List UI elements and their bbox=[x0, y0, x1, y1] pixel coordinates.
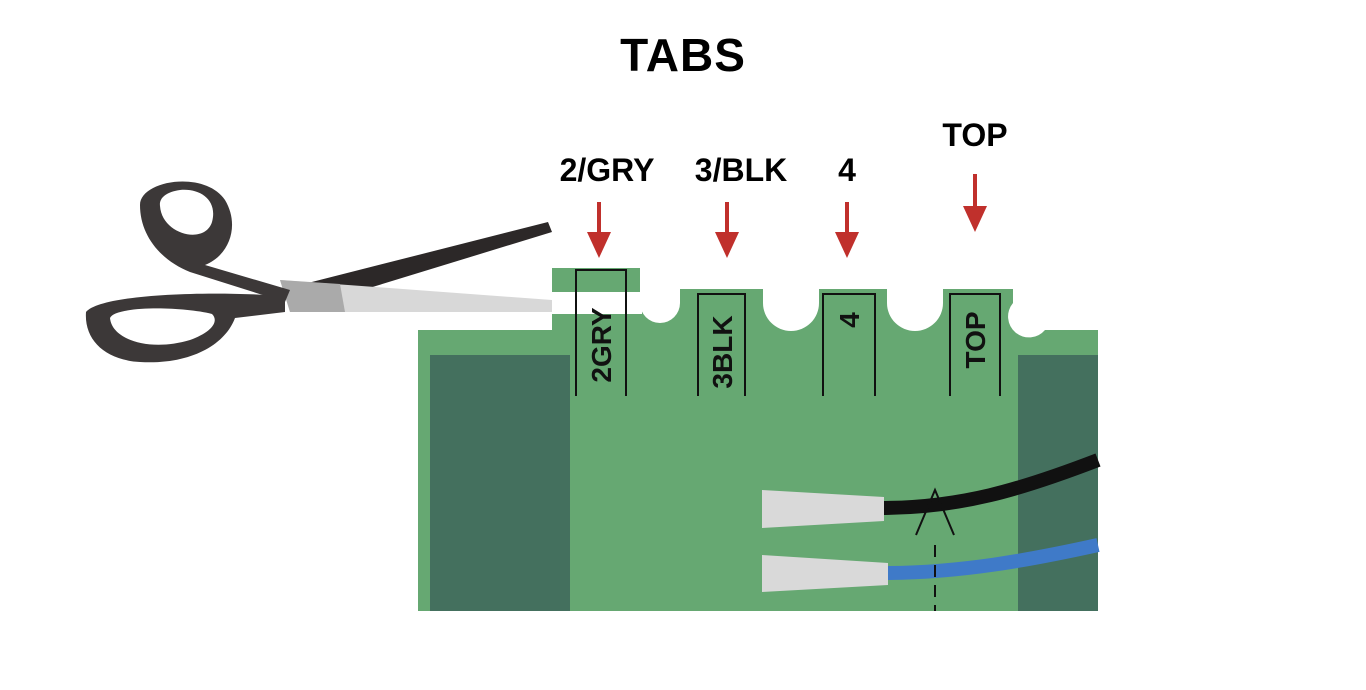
wire-blue bbox=[883, 538, 1100, 580]
tab-outline-4 bbox=[822, 293, 876, 396]
arrow-down-icon bbox=[587, 202, 611, 258]
wires bbox=[762, 453, 1101, 611]
tab-label-3-blk: 3/BLK bbox=[694, 152, 788, 188]
tab-outlines bbox=[575, 269, 1001, 396]
tab-arrows bbox=[587, 174, 987, 258]
tab-label-4: 4 bbox=[838, 152, 856, 188]
diagram-title: TABS bbox=[620, 29, 746, 81]
board-text-top: TOP bbox=[960, 311, 991, 368]
board-text-2-gry: 2GRY bbox=[586, 307, 617, 383]
wire-tip-black bbox=[762, 490, 884, 528]
board-text-3-blk: 3BLK bbox=[707, 315, 738, 388]
board-text-4: 4 bbox=[834, 312, 865, 328]
wire-black bbox=[879, 453, 1101, 515]
tab-outline-2-gry bbox=[575, 269, 627, 396]
tab-label-top: TOP bbox=[942, 117, 1008, 153]
tab-label-2-gry: 2/GRY bbox=[559, 152, 655, 188]
cut-line bbox=[552, 292, 642, 314]
scissors-icon bbox=[85, 181, 552, 363]
arrow-down-icon bbox=[963, 174, 987, 232]
wire-clip-mark bbox=[915, 487, 955, 536]
circuit-board bbox=[418, 268, 1098, 611]
tab-outline-top bbox=[949, 293, 1001, 396]
tab-outline-3-blk bbox=[697, 293, 746, 396]
arrow-down-icon bbox=[835, 202, 859, 258]
board-dark-panel-left bbox=[430, 355, 570, 611]
arrow-down-icon bbox=[715, 202, 739, 258]
wire-tip-blue bbox=[762, 555, 888, 592]
